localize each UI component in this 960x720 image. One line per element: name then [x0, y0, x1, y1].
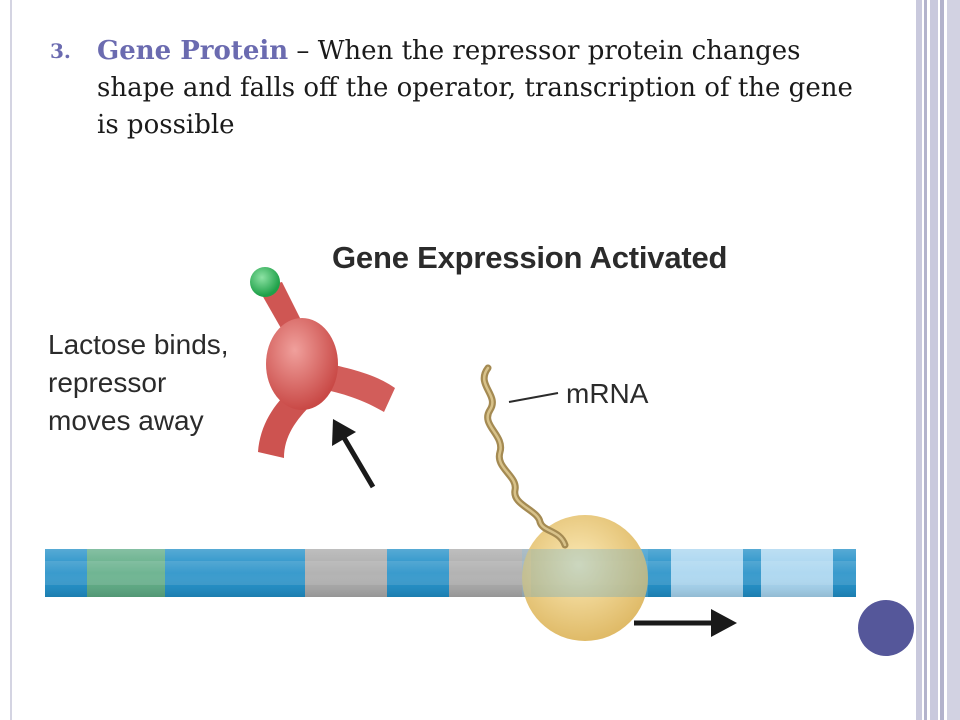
lactose-label: Lactose binds, repressor moves away	[48, 326, 229, 440]
dna-strand	[45, 549, 856, 597]
left-margin-line	[10, 0, 12, 720]
mrna-leader-line	[508, 392, 559, 403]
navigation-dot-button[interactable]	[858, 600, 914, 656]
lactose-label-line2: repressor	[48, 367, 167, 398]
lactose-label-line1: Lactose binds,	[48, 329, 229, 360]
rna-polymerase	[522, 515, 648, 641]
bullet-body: – When the repressor protein changes sha…	[97, 36, 853, 140]
lactose-molecule	[250, 267, 280, 297]
lactose-label-line3: moves away	[48, 405, 204, 436]
bullet-term: Gene Protein	[97, 36, 289, 66]
repressor-protein	[258, 282, 395, 458]
bullet-text: Gene Protein – When the repressor protei…	[97, 33, 880, 144]
repressor-motion-arrow	[332, 419, 376, 489]
mrna-label: mRNA	[566, 378, 649, 409]
transcription-direction-arrow	[634, 609, 737, 637]
bullet-item: 3. Gene Protein – When the repressor pro…	[50, 33, 880, 144]
figure-title: Gene Expression Activated	[332, 240, 728, 275]
bullet-number: 3.	[50, 39, 71, 63]
decorative-stripes	[916, 0, 960, 720]
